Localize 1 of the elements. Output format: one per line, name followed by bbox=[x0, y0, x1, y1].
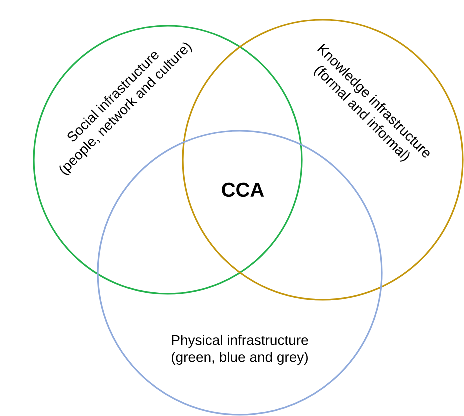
center-label: CCA bbox=[222, 182, 264, 198]
